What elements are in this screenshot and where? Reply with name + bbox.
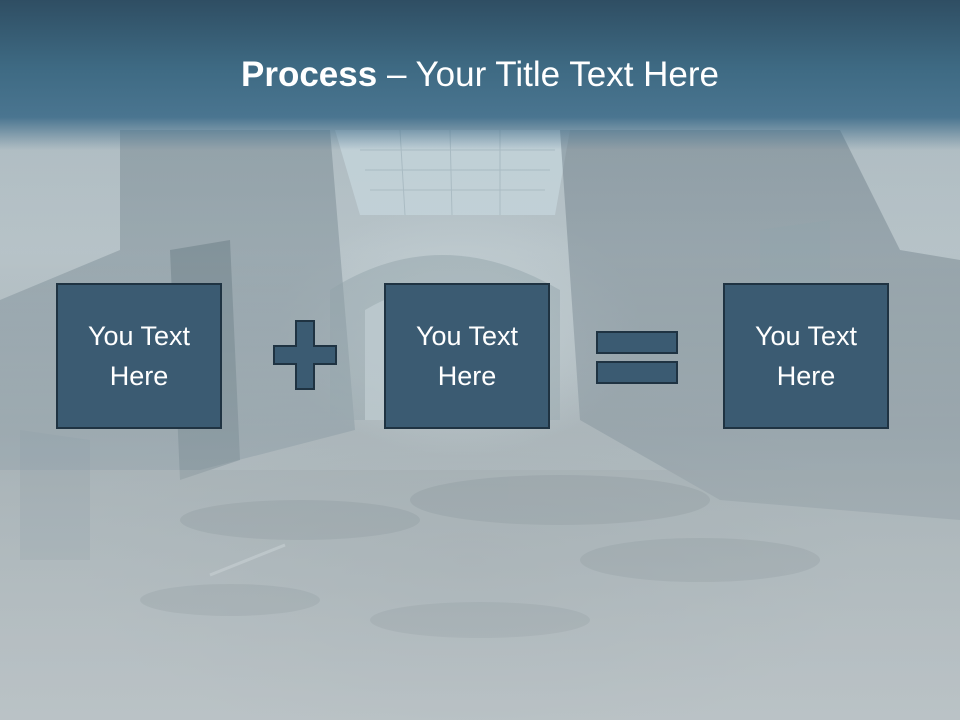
text-box-1[interactable]: You Text Here: [56, 283, 222, 429]
text-box-2-label: You Text Here: [415, 321, 519, 391]
plus-icon: [273, 320, 337, 390]
title-bold-part: Process: [241, 55, 378, 94]
text-box-1-label: You Text Here: [87, 321, 191, 391]
slide-title[interactable]: Process – Your Title Text Here: [0, 52, 960, 98]
text-box-2[interactable]: You Text Here: [384, 283, 550, 429]
title-rest-part: – Your Title Text Here: [377, 55, 719, 94]
text-box-3-label: You Text Here: [754, 321, 858, 391]
title-band: [0, 0, 960, 150]
equals-icon: [596, 331, 678, 384]
text-box-3[interactable]: You Text Here: [723, 283, 889, 429]
